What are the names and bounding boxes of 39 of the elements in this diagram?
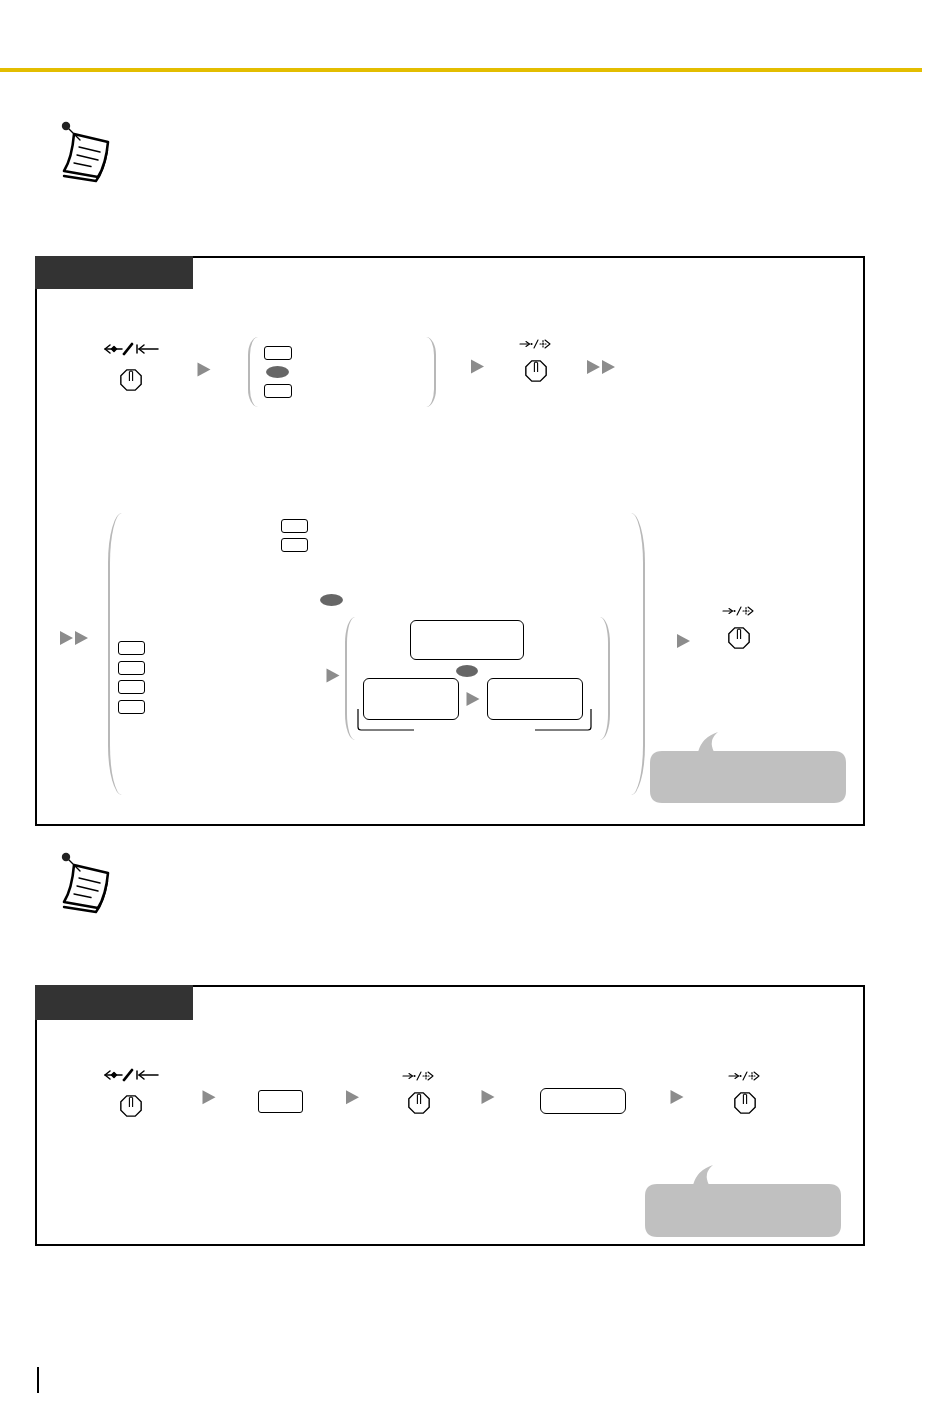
button-icon bbox=[102, 342, 160, 392]
double-arrow bbox=[60, 631, 88, 645]
key-frame bbox=[258, 1090, 303, 1113]
speech-bubble bbox=[650, 732, 846, 803]
oval-key bbox=[320, 594, 343, 606]
button-icon bbox=[519, 338, 553, 384]
oval-key bbox=[456, 665, 478, 677]
step-arrow bbox=[326, 668, 340, 683]
step-arrow bbox=[346, 1090, 359, 1105]
entry-frame bbox=[363, 678, 459, 720]
procedure-panel bbox=[35, 256, 865, 826]
key-frame bbox=[281, 538, 308, 552]
key-frame bbox=[118, 700, 145, 714]
button-icon bbox=[728, 1070, 762, 1116]
key-frame bbox=[118, 641, 145, 655]
key-frame bbox=[118, 680, 145, 694]
header-tab bbox=[35, 985, 193, 1020]
step-arrow bbox=[202, 1090, 216, 1105]
header-tab bbox=[35, 256, 193, 289]
entry-frame bbox=[410, 620, 524, 660]
step-arrow bbox=[677, 634, 690, 648]
step-arrow bbox=[481, 1090, 495, 1104]
key-frame bbox=[281, 519, 308, 533]
oval-key bbox=[266, 366, 289, 378]
key-frame bbox=[264, 346, 292, 360]
step-arrow bbox=[197, 362, 211, 377]
button-icon bbox=[722, 605, 756, 651]
procedure-panel bbox=[35, 985, 865, 1246]
button-icon bbox=[102, 1068, 160, 1118]
double-arrow bbox=[587, 360, 615, 374]
step-arrow bbox=[466, 692, 480, 706]
button-icon bbox=[402, 1070, 436, 1116]
entry-frame bbox=[487, 678, 583, 720]
step-arrow bbox=[471, 359, 484, 374]
key-frame bbox=[118, 661, 145, 675]
speech-bubble bbox=[645, 1165, 841, 1237]
entry-frame bbox=[540, 1088, 626, 1114]
step-arrow bbox=[670, 1090, 684, 1104]
key-frame bbox=[264, 384, 292, 398]
